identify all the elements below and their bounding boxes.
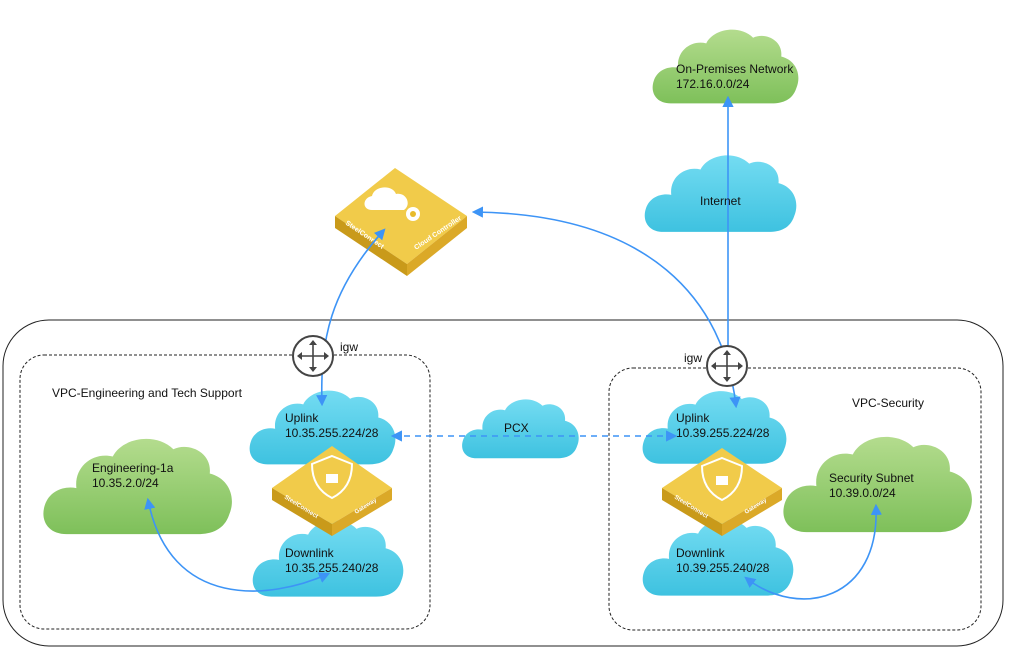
igw-left-router-icon[interactable] (292, 335, 334, 377)
shield-lock-icon (700, 456, 744, 502)
cloud-gear-icon (364, 187, 408, 210)
internet-name: Internet (700, 194, 741, 208)
security-uplink-to-controller-link (471, 206, 741, 409)
engineering-uplink-to-controller-link (316, 228, 386, 407)
vpc-engineering-boundary (19, 354, 431, 630)
engineering-uplink-label: Uplink 10.35.255.224/28 (285, 411, 379, 440)
vpc-engineering-title: VPC-Engineering and Tech Support (52, 386, 242, 400)
igw-right-label: igw (684, 351, 703, 365)
engineering-downlink-label: Downlink 10.35.255.240/28 (285, 546, 379, 575)
igw-right-router-icon[interactable] (706, 345, 748, 387)
cloud-controller-appliance: SteelConnect Cloud Controller (335, 168, 467, 276)
igw-left-label: igw (340, 340, 359, 354)
on-premises-label: On-Premises Network 172.16.0.0/24 (676, 62, 793, 92)
security-subnet-label: Security Subnet 10.39.0.0/24 (829, 471, 914, 500)
shield-lock-icon (310, 454, 354, 500)
engineering-subnet-to-downlink-link (144, 497, 331, 592)
on-premises-name: On-Premises Network (676, 62, 794, 76)
engineering-subnet-label: Engineering-1a 10.35.2.0/24 (92, 461, 174, 490)
security-downlink-to-subnet-link (744, 503, 882, 600)
security-uplink-label: Uplink 10.39.255.224/28 (676, 411, 770, 440)
vpc-security-title: VPC-Security (852, 396, 925, 410)
internet-label: Internet (700, 194, 741, 209)
vpc-security-boundary (608, 367, 982, 631)
security-downlink-label: Downlink 10.39.255.240/28 (676, 546, 770, 575)
on-premises-cidr: 172.16.0.0/24 (676, 77, 750, 91)
pcx-label: PCX (504, 421, 529, 435)
